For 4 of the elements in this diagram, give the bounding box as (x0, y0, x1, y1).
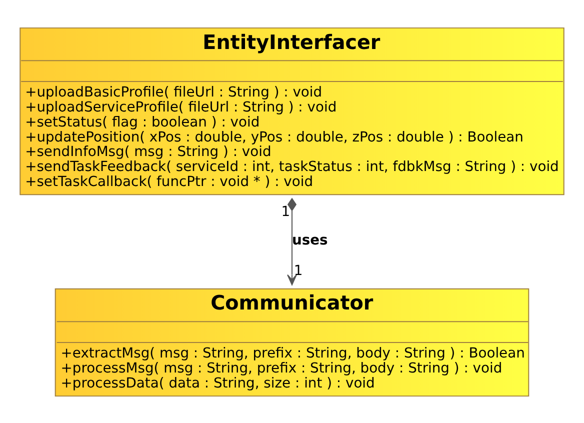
arrow (287, 197, 297, 285)
label: 1 (281, 203, 290, 220)
edge-label: uses (292, 232, 328, 248)
label: 1 (294, 262, 303, 278)
